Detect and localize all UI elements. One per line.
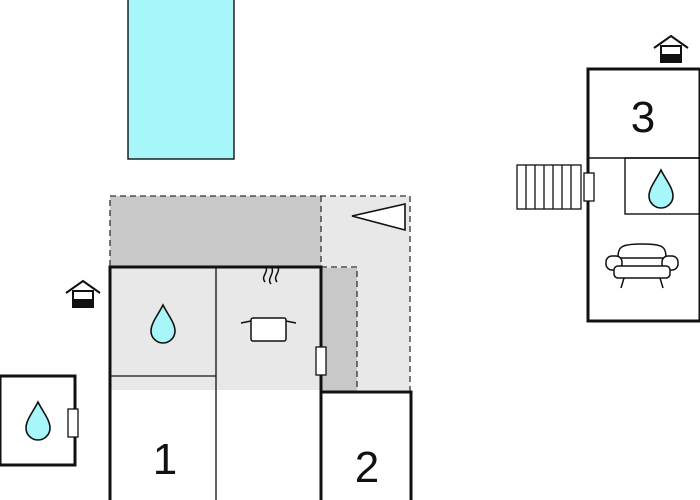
armchair-icon: [605, 243, 679, 289]
door-icon: [583, 172, 595, 202]
direction-triangle-icon: [351, 202, 406, 232]
door-icon: [315, 346, 327, 376]
terrace: [109, 195, 411, 392]
house-entrance-icon: [653, 35, 689, 63]
stairs-icon: [516, 164, 582, 210]
cooking-pot-icon: [240, 265, 297, 342]
door-icon: [67, 408, 79, 438]
room-2-walls: [321, 390, 413, 500]
pool: [127, 0, 235, 160]
room-2-label: 2: [355, 443, 379, 492]
right-building-walls: [586, 67, 700, 323]
main-building-walls: [108, 265, 323, 500]
room-1-label: 1: [153, 435, 177, 484]
room-3-label: 3: [631, 93, 655, 142]
house-entrance-icon: [65, 280, 101, 308]
